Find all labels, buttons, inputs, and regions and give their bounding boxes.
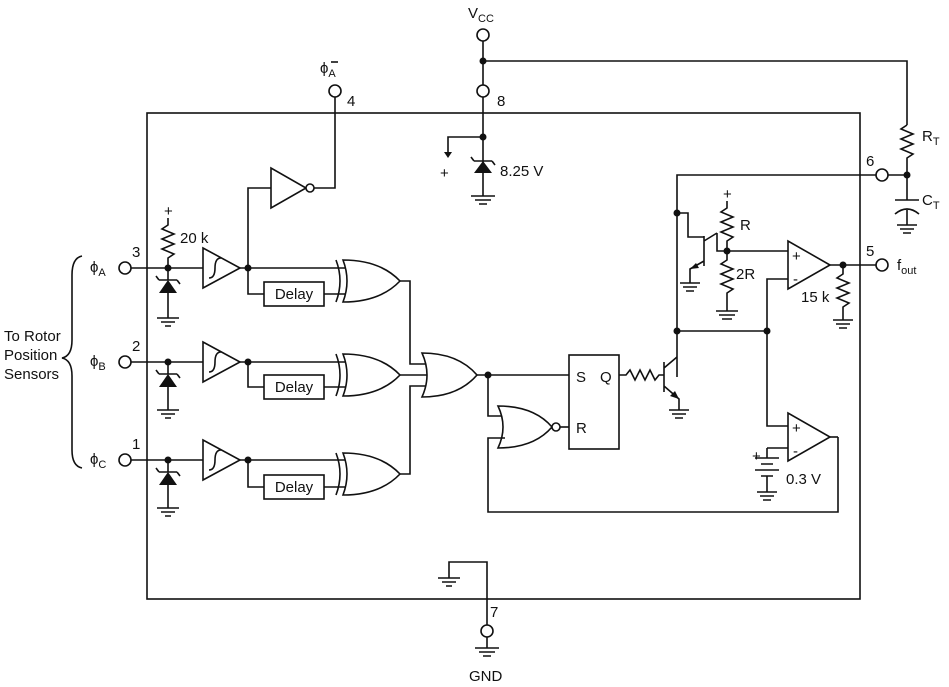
phiC-label: ϕC <box>90 451 106 471</box>
phiA-bar-pin-group: ϕA 4 <box>247 60 355 268</box>
delay-label-b: Delay <box>275 379 314 396</box>
pin-6-number: 6 <box>866 153 874 170</box>
divider-2r-label: 2R <box>736 266 755 283</box>
delay-block-a <box>263 281 325 307</box>
pin-8-terminal[interactable] <box>476 84 490 98</box>
phiA-inverter <box>270 166 308 210</box>
pullup-value-label: 20 k <box>180 230 209 247</box>
load-value-label: 15 k <box>801 289 830 306</box>
ct-label: CT <box>922 192 940 212</box>
delay-block-b <box>263 374 325 400</box>
pin-2-terminal[interactable] <box>118 355 132 369</box>
xor-gate-b <box>341 353 402 397</box>
delay-label-c: Delay <box>275 479 314 496</box>
sr-flip-flop: S Q R <box>568 354 664 450</box>
sensor-text-line-3: Sensors <box>4 366 59 383</box>
phiB-label: ϕB <box>90 353 106 373</box>
schmitt-buffer-a <box>202 246 242 290</box>
schmitt-buffer-c <box>202 438 242 482</box>
vcc-label: VCC <box>468 5 494 25</box>
phiA-bar-label: ϕA <box>320 60 336 80</box>
pin-1-number: 1 <box>132 436 140 453</box>
pullup-plus-sign: + <box>164 203 173 220</box>
pin-3-terminal[interactable] <box>118 261 132 275</box>
divider-r-label: R <box>740 217 751 234</box>
or-combiner <box>400 280 839 513</box>
comp2-minus-label: - <box>793 443 798 460</box>
comp-minus-label: - <box>793 271 798 288</box>
comp2-plus-label: + <box>792 420 801 437</box>
comparator-threshold-network: + R 2R <box>673 186 755 320</box>
pin-6-terminal[interactable] <box>875 168 889 182</box>
vcc-pin-group: VCC 8 + 8.25 V <box>440 5 908 205</box>
timing-network: RT CT 6 <box>676 124 940 377</box>
fout-label: fout <box>897 257 916 277</box>
pin-7-terminal[interactable] <box>480 624 494 638</box>
schmitt-buffer-b <box>202 340 242 384</box>
ff-r-label: R <box>576 420 587 437</box>
load-resistor-15k <box>834 265 852 320</box>
pin-4-terminal[interactable] <box>328 84 342 98</box>
pin-7-number: 7 <box>490 604 498 621</box>
pin-3-number: 3 <box>132 244 140 261</box>
channel-c: ϕC 1 Delay <box>90 436 402 517</box>
pin-1-terminal[interactable] <box>118 453 132 467</box>
gnd-pin-group: 7 GND <box>438 561 503 685</box>
ff-s-label: S <box>576 369 586 386</box>
zener-ref-arrow <box>444 152 452 158</box>
comp-plus-label: + <box>792 248 801 265</box>
pullup-resistor-20k <box>159 218 177 268</box>
comparator-op-amp <box>787 239 832 291</box>
rt-label: RT <box>922 128 940 148</box>
ic-package-outline <box>146 112 861 600</box>
reset-comparator <box>787 411 832 463</box>
sensor-text-line-1: To Rotor <box>4 328 61 345</box>
ref-plus-sign: + <box>752 448 761 465</box>
channel-a: ϕA 3 + 20 k Delay <box>90 203 402 327</box>
delay-label-a: Delay <box>275 286 314 303</box>
divider-plus-sign: + <box>723 186 732 203</box>
xor-gate-c <box>341 452 402 496</box>
gnd-label: GND <box>469 668 503 685</box>
pin-4-number: 4 <box>347 93 355 110</box>
vcc-terminal[interactable] <box>476 28 490 42</box>
zener-voltage-label: 8.25 V <box>500 163 543 180</box>
base-resistor <box>619 368 664 382</box>
zener-plus-sign: + <box>440 165 449 182</box>
ff-q-label: Q <box>600 369 612 386</box>
xor-gate-a <box>341 259 402 303</box>
channel-b: ϕB 2 Delay <box>90 338 402 419</box>
discharge-transistor <box>663 327 771 419</box>
pin-8-number: 8 <box>497 93 505 110</box>
sensor-brace: To Rotor Position Sensors <box>4 255 83 469</box>
pin-5-number: 5 <box>866 243 874 260</box>
ref-voltage-label: 0.3 V <box>786 471 821 488</box>
sensor-text-line-2: Position <box>4 347 57 364</box>
pin-5-terminal[interactable] <box>875 258 889 272</box>
phiA-label: ϕA <box>90 259 106 279</box>
nor-gate <box>496 405 554 449</box>
pin-2-number: 2 <box>132 338 140 355</box>
or-gate <box>420 352 479 398</box>
divider-resistors <box>718 201 736 311</box>
lower-comparator: + - + 0.3 V <box>752 331 838 501</box>
flip-flop-box <box>568 354 620 450</box>
upper-comparator: + - 15 k 5 fout <box>727 239 916 331</box>
zener-diode-8v25 <box>470 156 496 205</box>
